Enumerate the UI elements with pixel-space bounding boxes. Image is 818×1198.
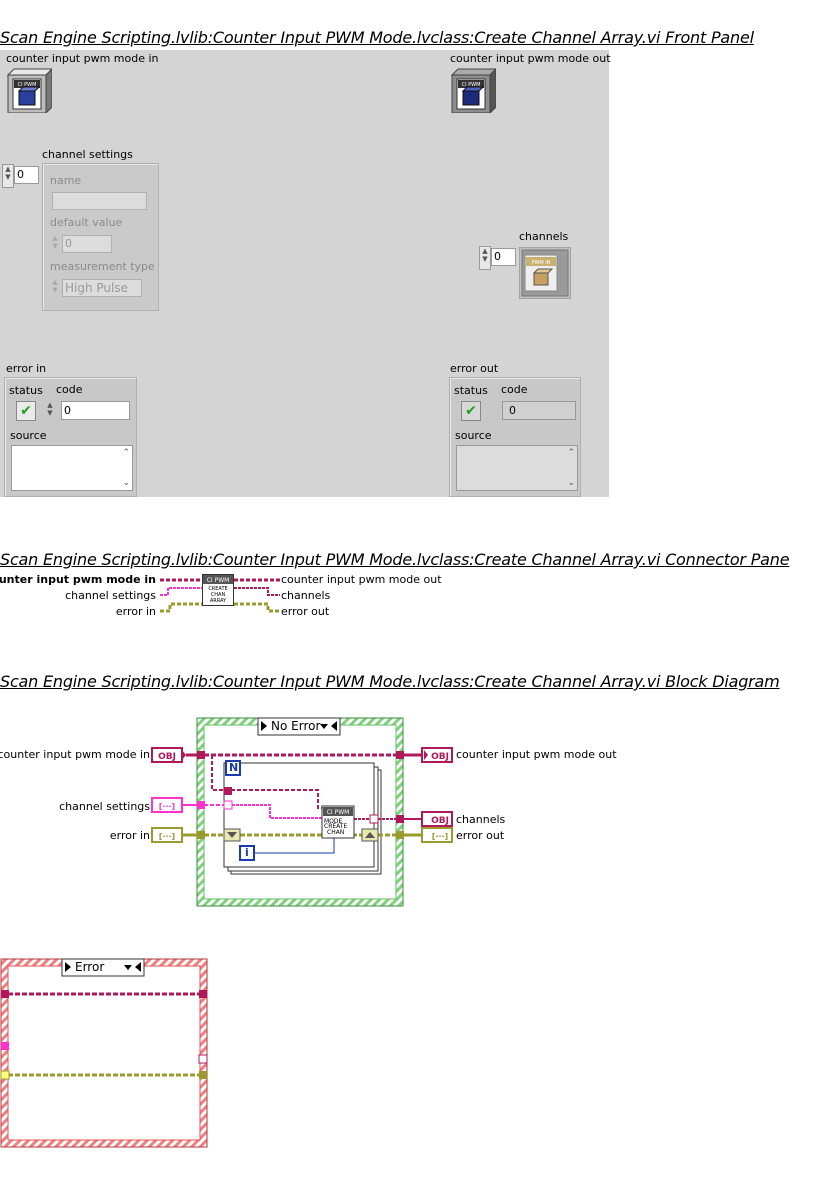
subvi-line-mode: MODE (324, 818, 343, 825)
connector-pane-title: Scan Engine Scripting.lvlib:Counter Inpu… (0, 550, 790, 569)
class-indicator-icon: CI PWM (450, 67, 498, 115)
error-output-terminal: [···] (421, 827, 453, 843)
bd-output-label-1: counter input pwm mode out (456, 748, 617, 761)
error-out-source-field: ⌃ ⌄ (456, 445, 578, 491)
error-in-label: error in (6, 362, 47, 375)
svg-text:OBJ: OBJ (158, 752, 176, 762)
cp-left-label-2: channel settings (65, 589, 156, 602)
channel-settings-cluster: name default value ▲▼ 0 measurement type… (42, 163, 159, 311)
class-control-icon: CI PWM (6, 67, 54, 115)
error-out-status-label: status (454, 384, 488, 397)
error-out-cluster: status code ✔ 0 source ⌃ ⌄ (449, 377, 581, 497)
front-panel-title: Scan Engine Scripting.lvlib:Counter Inpu… (0, 28, 754, 47)
default-value-spinner[interactable]: ▲▼ (52, 234, 58, 250)
channels-array-element: PWM IN (518, 246, 572, 300)
error-in-source-field[interactable]: ⌃ ⌄ (11, 445, 133, 491)
class-output-terminal: OBJ (421, 747, 453, 763)
error-input-terminal: [···] (151, 827, 183, 843)
svg-text:[···]: [···] (159, 802, 175, 811)
bd-input-label-3: error in (109, 829, 150, 842)
case-label-error[interactable]: Error (75, 960, 105, 974)
cp-left-label-3: error in (115, 605, 156, 618)
channels-index-spinner[interactable]: ▲▼ (479, 246, 491, 270)
counter-in-control[interactable]: CI PWM (6, 67, 54, 115)
scroll-up-icon[interactable]: ⌃ (122, 448, 130, 458)
error-in-code-label: code (56, 383, 83, 396)
svg-text:ARRAY: ARRAY (210, 598, 227, 604)
svg-text:CREATE: CREATE (208, 586, 227, 592)
channels-label: channels (519, 230, 569, 243)
scroll-down-icon[interactable]: ⌄ (122, 478, 130, 488)
measurement-type-spinner[interactable]: ▲▼ (52, 278, 58, 294)
case-structure-error (0, 958, 208, 1148)
error-in-status-check-icon[interactable]: ✔ (16, 401, 36, 421)
error-in-status-label: status (9, 384, 43, 397)
bd-input-label-1: counter input pwm mode in (0, 748, 150, 761)
cp-left-label-1: counter input pwm mode in (0, 573, 156, 586)
error-in-cluster: status code ✔ ▲▼ 0 source ⌃ ⌄ (4, 377, 137, 497)
bd-input-label-2: channel settings (59, 800, 150, 813)
cp-right-label-2: channels (281, 589, 331, 602)
channel-settings-index[interactable]: 0 (14, 166, 39, 184)
case-selector-no-error[interactable] (257, 717, 341, 736)
error-out-code-label: code (501, 383, 528, 396)
error-in-code-spinner[interactable]: ▲▼ (47, 401, 53, 417)
measurement-type-label: measurement type (50, 260, 155, 273)
case-selector-error[interactable] (61, 958, 145, 977)
counter-in-label: counter input pwm mode in (6, 52, 159, 65)
bd-output-label-2: channels (456, 813, 506, 826)
measurement-type-ring[interactable]: High Pulse (62, 279, 142, 297)
case-label-no-error[interactable]: No Error (271, 719, 321, 733)
svg-text:CI PWM: CI PWM (462, 82, 481, 88)
scroll-down-icon[interactable]: ⌄ (567, 478, 575, 488)
error-out-code-field: 0 (502, 401, 576, 420)
scroll-up-icon[interactable]: ⌃ (567, 448, 575, 458)
error-out-status-check-icon: ✔ (461, 401, 481, 421)
class-input-terminal: OBJ (151, 747, 186, 763)
svg-text:[···]: [···] (159, 832, 175, 841)
error-out-label: error out (450, 362, 499, 375)
name-field[interactable] (52, 192, 147, 210)
array-index-spinner[interactable]: ▲▼ (2, 164, 14, 188)
channels-index[interactable]: 0 (491, 248, 516, 266)
default-value-label: default value (50, 216, 123, 229)
block-diagram-canvas: OBJ [···] [···] (0, 717, 453, 1148)
svg-text:CI PWM: CI PWM (18, 82, 37, 88)
loop-count-terminal (225, 760, 241, 776)
error-in-code-field[interactable]: 0 (61, 401, 130, 420)
loop-n-label: N (229, 761, 239, 774)
connector-pane: counter input pwm mode in channel settin… (0, 572, 818, 622)
svg-text:PWM IN: PWM IN (531, 260, 550, 266)
block-diagram-title: Scan Engine Scripting.lvlib:Counter Inpu… (0, 672, 780, 691)
connector-wires (160, 578, 280, 613)
counter-out-indicator: CI PWM (450, 67, 498, 115)
channel-settings-label: channel settings (42, 148, 133, 161)
create-chan-array-icon: CI PWM CREATE CHAN ARRAY (202, 574, 234, 606)
subvi-line-create: CREATE (324, 823, 348, 830)
svg-text:CHAN: CHAN (211, 592, 226, 598)
error-out-source-label: source (455, 429, 492, 442)
error-in-source-label: source (10, 429, 47, 442)
svg-text:[···]: [···] (432, 832, 448, 841)
create-chan-subvi: CI PWM (321, 805, 355, 839)
svg-text:OBJ: OBJ (431, 816, 449, 826)
default-value-field[interactable]: 0 (62, 235, 112, 253)
counter-out-label: counter input pwm mode out (450, 52, 611, 65)
cp-right-label-1: counter input pwm mode out (281, 573, 442, 586)
channel-class-icon: PWM IN (518, 246, 572, 300)
name-label: name (50, 174, 82, 187)
bd-output-label-3: error out (456, 829, 505, 842)
cp-right-label-3: error out (281, 605, 330, 618)
front-panel: counter input pwm mode in CI PWM counter… (0, 50, 611, 497)
svg-text:OBJ: OBJ (431, 752, 449, 762)
loop-i-label: i (245, 846, 249, 859)
svg-text:CI PWM: CI PWM (327, 809, 350, 816)
channels-output-terminal: OBJ (421, 811, 453, 827)
subvi-line-chan: CHAN (327, 829, 345, 836)
cluster-input-terminal: [···] (151, 797, 183, 813)
svg-text:CI PWM: CI PWM (207, 577, 230, 584)
